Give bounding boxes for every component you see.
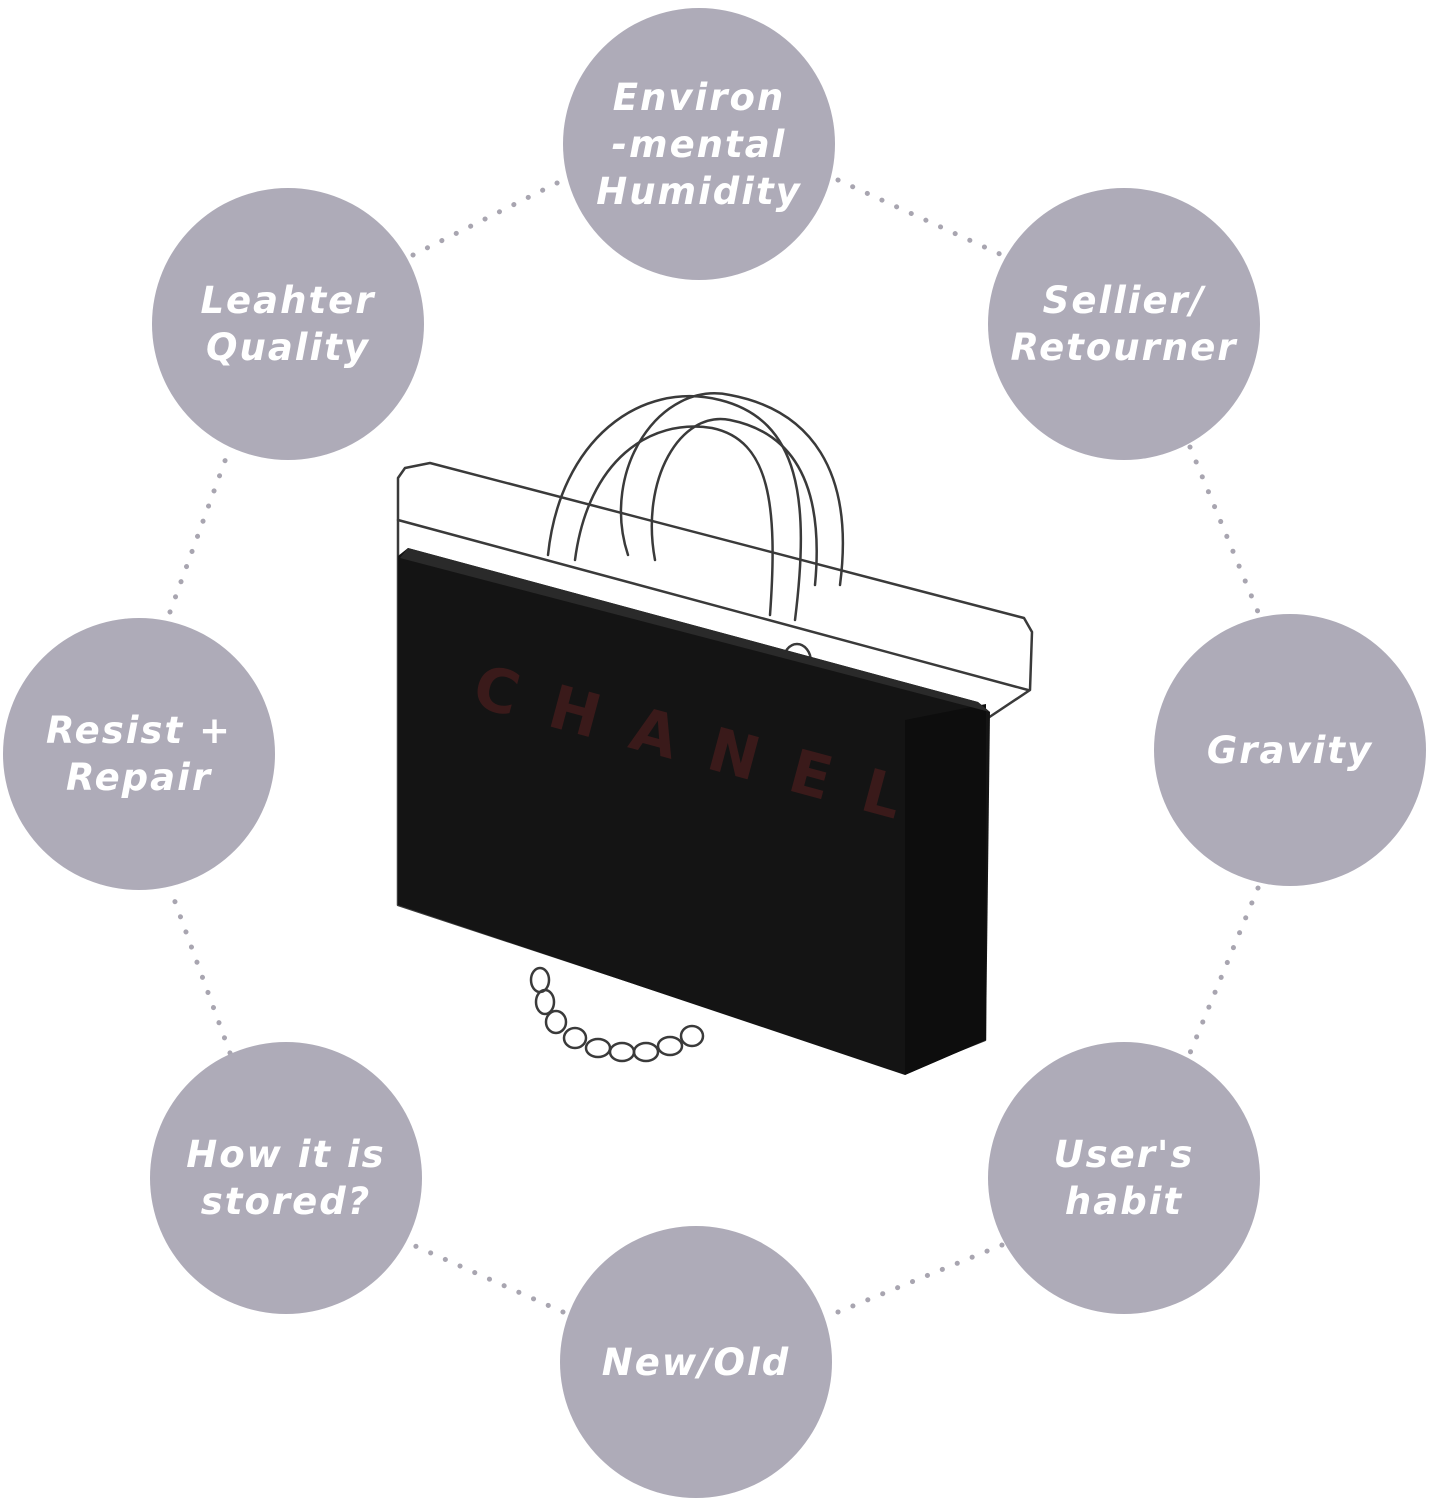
factor-label-line: Leahter xyxy=(200,279,376,322)
factor-label-line: habit xyxy=(1064,1180,1184,1223)
factor-label-line: Quality xyxy=(206,326,370,369)
connector-humidity-seller xyxy=(835,177,1005,258)
factor-label-line: User's xyxy=(1053,1133,1195,1176)
factor-age: New/Old xyxy=(560,1226,832,1498)
factor-label-line: Gravity xyxy=(1206,728,1374,772)
factor-label-line: -mental xyxy=(611,122,787,166)
factor-leather: Leahter Quality xyxy=(152,188,424,460)
bag-chain-link xyxy=(656,1035,684,1057)
factor-gravity: Gravity xyxy=(1154,614,1426,886)
connector-age-storage xyxy=(410,1242,566,1315)
bag-insert-top-edge xyxy=(400,548,990,712)
bag-insert-body xyxy=(398,548,990,1075)
factor-label-line: stored? xyxy=(200,1180,372,1223)
bag-front-handle-inner xyxy=(573,425,774,617)
bag-chain-link xyxy=(608,1041,636,1063)
factor-storage: How it is stored? xyxy=(150,1042,422,1314)
connector-repair-leather xyxy=(167,444,233,615)
factor-label-line: New/Old xyxy=(601,1340,791,1384)
factor-label-line: How it is xyxy=(186,1133,386,1176)
factor-repair: Resist + Repair xyxy=(3,618,275,890)
factor-label-line: Resist + xyxy=(45,709,233,752)
bag-chain-link xyxy=(544,1009,568,1035)
bag-chain-link xyxy=(584,1037,612,1059)
factor-label-line: Environ xyxy=(612,75,786,119)
connector-gravity-habit xyxy=(1187,885,1261,1056)
bag-back-handle-inner xyxy=(650,417,818,587)
bag-front-handle-outline xyxy=(546,395,803,622)
bag-back-handle-outline xyxy=(619,392,845,587)
bag-chain-link xyxy=(529,966,551,994)
connector-seller-gravity xyxy=(1187,444,1261,615)
bag-chain-link xyxy=(562,1026,588,1050)
factor-label-line: Humidity xyxy=(596,169,802,213)
connector-storage-repair xyxy=(167,885,233,1056)
bag-chain-link xyxy=(632,1041,660,1063)
factor-label-line: Retourner xyxy=(1010,326,1238,369)
bag-chain-link xyxy=(679,1024,705,1048)
factor-label-line: Sellier/ xyxy=(1042,279,1206,322)
factor-habit: User's habit xyxy=(988,1042,1260,1314)
factor-seller: Sellier/ Retourner xyxy=(988,188,1260,460)
factor-humidity: Environ -mental Humidity xyxy=(563,8,835,280)
bag-insert-side xyxy=(905,704,986,1075)
factor-label-line: Repair xyxy=(65,756,213,799)
bag-top-rim xyxy=(396,518,1030,692)
bag-chain-link xyxy=(534,988,556,1016)
